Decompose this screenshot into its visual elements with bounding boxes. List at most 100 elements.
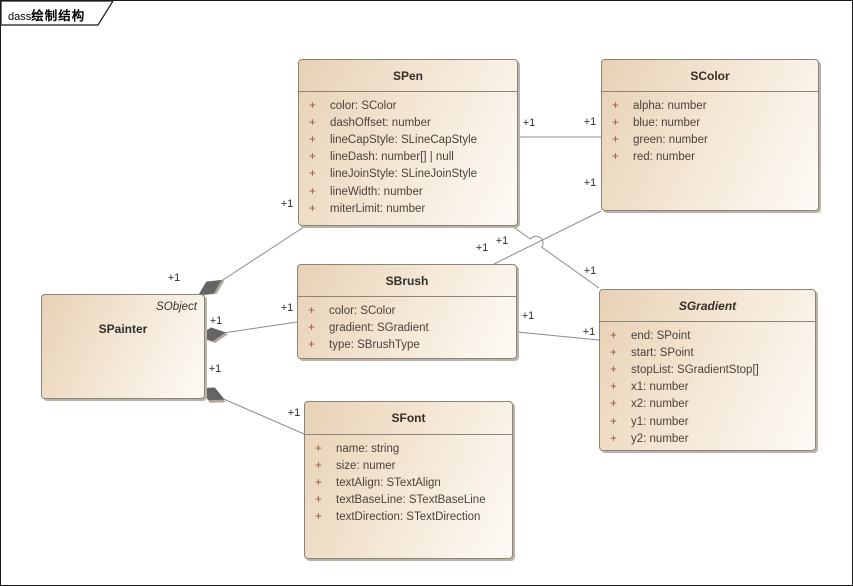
frame-label: dass绘制结构 bbox=[8, 5, 85, 25]
attribute: + name: string bbox=[305, 440, 512, 457]
connector-sbrush-sgradient[interactable] bbox=[516, 331, 600, 341]
visibility-sign: + bbox=[612, 116, 619, 129]
visibility-sign: + bbox=[309, 168, 316, 181]
attribute-compartment: + color: SColor + gradient: SGradient + typ… bbox=[298, 297, 516, 354]
attribute: +textDirection: STextDirection bbox=[305, 509, 512, 526]
attribute-compartment: +alpha: number +blue: number +green: num… bbox=[602, 92, 818, 166]
attribute: +miterLimit: number bbox=[299, 200, 517, 217]
visibility-sign: + bbox=[612, 133, 619, 146]
attribute: + y2: number bbox=[600, 430, 815, 447]
multiplicity-label: +1 bbox=[522, 117, 536, 129]
class-box-spainter[interactable]: SObject SPainter bbox=[41, 294, 205, 399]
attribute: +color: SColor bbox=[299, 97, 517, 114]
attribute-text: green: number bbox=[633, 133, 708, 146]
visibility-sign: + bbox=[309, 202, 316, 215]
connector-sbrush-scolor[interactable] bbox=[493, 210, 602, 265]
attribute-text: lineWidth: number bbox=[330, 185, 423, 198]
multiplicity-label: +1 bbox=[280, 302, 294, 314]
attribute: +y1: number bbox=[600, 413, 815, 430]
multiplicity-label: +1 bbox=[475, 242, 489, 254]
attribute: + green: number bbox=[602, 131, 818, 148]
visibility-sign: + bbox=[308, 338, 315, 351]
attribute-text: color: SColor bbox=[329, 304, 396, 317]
class-name: SFont bbox=[305, 402, 512, 435]
visibility-sign: + bbox=[315, 442, 322, 455]
attribute: + size: numer bbox=[305, 457, 512, 474]
visibility-sign: + bbox=[610, 381, 617, 394]
attribute: + x2: number bbox=[600, 396, 815, 413]
attribute-compartment: +color: SColor +dashOffset: number +line… bbox=[299, 92, 517, 217]
attribute: + color: SColor bbox=[298, 302, 516, 319]
multiplicity-label: +1 bbox=[280, 198, 294, 210]
frame-keyword: dass bbox=[8, 11, 32, 23]
visibility-sign: + bbox=[610, 398, 617, 411]
composition-diamond-sfont bbox=[199, 387, 226, 403]
attribute-text: gradient: SGradient bbox=[329, 321, 429, 334]
multiplicity-label: +1 bbox=[583, 116, 597, 128]
multiplicity-label: +1 bbox=[495, 235, 509, 247]
multiplicity-label: +1 bbox=[521, 310, 535, 322]
parent-class-label: SObject bbox=[156, 301, 197, 313]
attribute: +dashOffset: number bbox=[299, 114, 517, 131]
class-box-sbrush[interactable]: SBrush + color: SColor + gradient: SGradie… bbox=[297, 264, 517, 359]
visibility-sign: + bbox=[612, 151, 619, 164]
attribute: +red: number bbox=[602, 149, 818, 166]
visibility-sign: + bbox=[610, 432, 617, 445]
attribute: + start: SPoint bbox=[600, 344, 815, 361]
attribute-text: start: SPoint bbox=[631, 346, 694, 359]
class-box-spen[interactable]: SPen +color: SColor +dashOffset: number … bbox=[298, 59, 518, 226]
attribute-text: end: SPoint bbox=[631, 329, 691, 342]
class-box-sfont[interactable]: SFont + name: string + size: numer + textAl… bbox=[304, 401, 513, 559]
attribute: + lineCapStyle: SLineCapStyle bbox=[299, 131, 517, 148]
attribute: + blue: number bbox=[602, 114, 818, 131]
class-box-sgradient[interactable]: SGradient + end: SPoint + start: SPoint +s… bbox=[599, 289, 816, 451]
multiplicity-label: +1 bbox=[582, 326, 596, 338]
attribute-text: x2: number bbox=[631, 398, 689, 411]
class-box-scolor[interactable]: SColor +alpha: number +blue: number +gre… bbox=[601, 59, 819, 211]
visibility-sign: + bbox=[610, 363, 617, 376]
multiplicity-label: +1 bbox=[287, 407, 301, 419]
visibility-sign: + bbox=[309, 185, 316, 198]
attribute-text: type: SBrushType bbox=[329, 338, 420, 351]
attribute-text: y2: number bbox=[631, 432, 689, 445]
composition-diamond-spen bbox=[198, 279, 225, 296]
visibility-sign: + bbox=[315, 459, 322, 472]
attribute: +alpha: number bbox=[602, 97, 818, 114]
attribute-text: name: string bbox=[336, 442, 400, 455]
multiplicity-label: +1 bbox=[167, 272, 181, 284]
class-name: SGradient bbox=[600, 290, 815, 322]
class-name: SPen bbox=[299, 60, 517, 92]
attribute-text: alpha: number bbox=[633, 99, 707, 112]
attribute-text: lineCapStyle: SLineCapStyle bbox=[330, 133, 478, 146]
connector-spen-sgradient[interactable] bbox=[511, 225, 600, 289]
class-name: SPainter bbox=[98, 322, 148, 336]
attribute: + gradient: SGradient bbox=[298, 319, 516, 336]
multiplicity-label: +1 bbox=[209, 315, 223, 327]
frame-title: 绘制结构 bbox=[31, 9, 86, 23]
attribute: + lineJoinStyle: SLineJoinStyle bbox=[299, 166, 517, 183]
attribute-text: lineDash: number[] | null bbox=[330, 151, 454, 164]
visibility-sign: + bbox=[308, 304, 315, 317]
multiplicity-label: +1 bbox=[208, 363, 222, 375]
attribute-text: dashOffset: number bbox=[330, 116, 431, 129]
attribute-text: textAlign: STextAlign bbox=[336, 476, 441, 489]
visibility-sign: + bbox=[315, 476, 322, 489]
attribute-text: textBaseLine: STextBaseLine bbox=[336, 494, 486, 507]
attribute-text: lineJoinStyle: SLineJoinStyle bbox=[330, 168, 478, 181]
multiplicity-label: +1 bbox=[583, 265, 597, 277]
attribute-text: blue: number bbox=[633, 116, 701, 129]
attribute: + type: SBrushType bbox=[298, 336, 516, 353]
visibility-sign: + bbox=[309, 133, 316, 146]
attribute-compartment: + end: SPoint + start: SPoint +stopList: S… bbox=[600, 322, 815, 447]
attribute-text: size: numer bbox=[336, 459, 396, 472]
visibility-sign: + bbox=[610, 346, 617, 359]
attribute: +lineDash: number[] | null bbox=[299, 149, 517, 166]
class-name: SBrush bbox=[298, 265, 516, 297]
visibility-sign: + bbox=[315, 494, 322, 507]
visibility-sign: + bbox=[308, 321, 315, 334]
frame-tab bbox=[1, 1, 114, 26]
attribute: +stopList: SGradientStop[] bbox=[600, 361, 815, 378]
visibility-sign: + bbox=[610, 415, 617, 428]
attribute-text: x1: number bbox=[631, 381, 689, 394]
